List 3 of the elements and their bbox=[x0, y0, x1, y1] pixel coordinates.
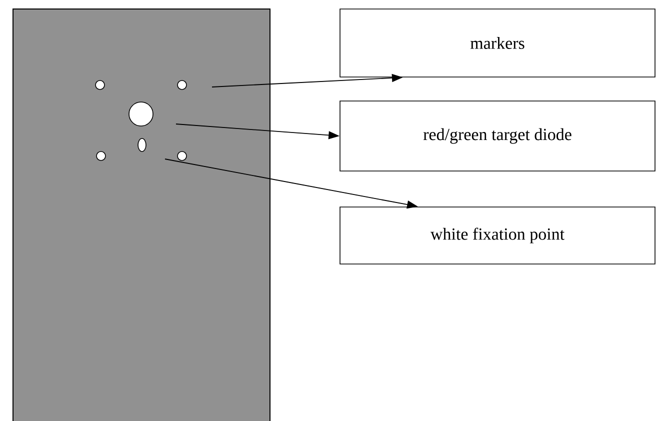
label-box: red/green target diode bbox=[340, 100, 656, 172]
label-box: white fixation point bbox=[340, 206, 656, 264]
label-box: markers bbox=[340, 8, 656, 78]
